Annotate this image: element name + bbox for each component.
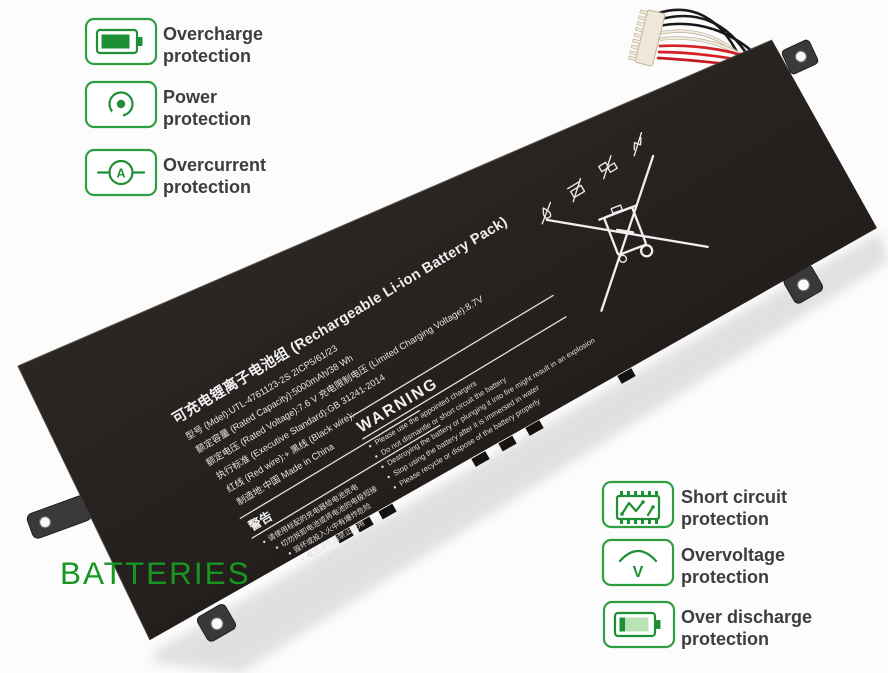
badge-label-line2: protection <box>681 629 769 649</box>
black-wire <box>657 22 755 54</box>
badge-label-line2: protection <box>681 567 769 587</box>
badge-frame <box>84 148 158 197</box>
badge-label-line2: protection <box>163 46 251 66</box>
badge-short-circuit-protection: Short circuit protection <box>601 480 787 529</box>
battery-body <box>18 40 877 640</box>
crossed-bin-icon <box>545 154 709 312</box>
badge-label-line2: protection <box>163 177 251 197</box>
battery-empty-icon <box>613 611 661 638</box>
badge-over-discharge-protection: Over discharge protection <box>602 600 812 649</box>
watermark-text: BATTERIES <box>60 555 251 591</box>
screw-hole-icon <box>210 617 224 631</box>
badge-frame <box>601 538 675 587</box>
badge-overvoltage-protection: V Overvoltage protection <box>601 538 785 587</box>
mounting-tab-top-right <box>781 39 819 75</box>
badge-power-protection: Power protection <box>84 80 251 129</box>
battery-top-edge-highlight <box>17 39 773 367</box>
badge-overcurrent-protection: A Overcurrent protection <box>84 148 266 197</box>
screw-hole-icon <box>796 278 811 292</box>
circuit-chip-icon <box>615 491 661 524</box>
voltmeter-glyph: V <box>633 564 644 581</box>
badge-label-line1: Overcharge <box>163 24 263 44</box>
ammeter-icon: A <box>96 159 146 186</box>
no-crush-icon <box>567 177 586 203</box>
voltmeter-icon: V <box>618 549 658 581</box>
badge-label-line2: protection <box>163 109 251 129</box>
power-ring-icon <box>108 91 134 121</box>
mounting-tab-bottom <box>196 604 237 642</box>
screw-hole-icon <box>38 516 52 529</box>
badge-label-line1: Overcurrent <box>163 155 266 175</box>
connector-plug <box>627 9 666 67</box>
edge-bumps <box>335 368 636 544</box>
badge-overcharge-protection: Overcharge protection <box>84 17 263 66</box>
badge-label-line1: Over discharge <box>681 607 812 627</box>
black-wire <box>656 14 750 58</box>
no-disassemble-icon <box>598 154 618 180</box>
battery-full-icon <box>95 28 143 55</box>
battery-left-edge-highlight <box>17 365 151 641</box>
badge-label-line1: Short circuit <box>681 487 787 507</box>
ammeter-glyph: A <box>116 167 125 181</box>
screw-hole-icon <box>794 50 808 63</box>
badge-frame <box>601 480 675 529</box>
black-wire <box>654 8 742 60</box>
no-short-circuit-icon <box>633 131 643 157</box>
no-fire-icon <box>541 201 552 225</box>
connector-teeth <box>627 9 649 62</box>
battery-shadow <box>150 232 888 673</box>
badge-label-line2: protection <box>681 509 769 529</box>
badge-label-line1: Power <box>163 87 217 107</box>
badge-label-line1: Overvoltage <box>681 545 785 565</box>
